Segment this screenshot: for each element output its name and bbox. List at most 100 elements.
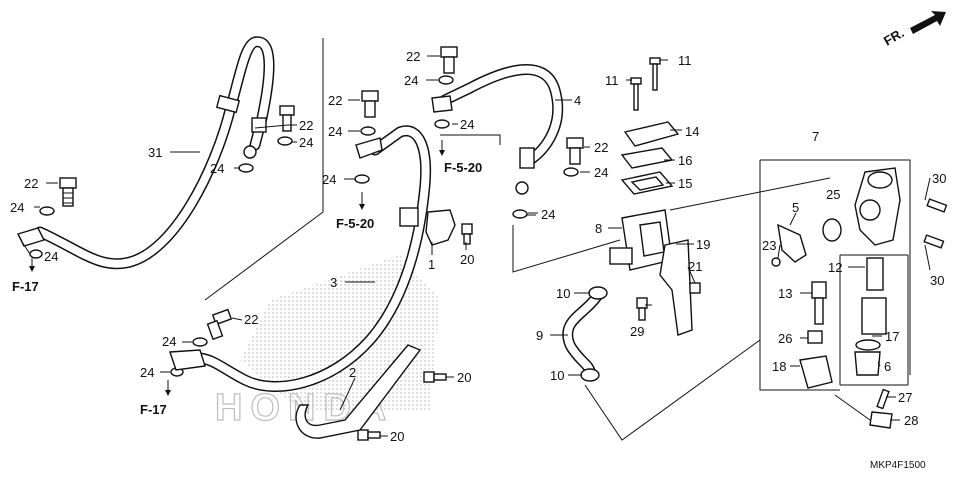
label-22: 22: [328, 93, 342, 108]
group-divider: [204, 38, 324, 301]
leader-line: [669, 177, 831, 211]
label-16: 16: [678, 153, 692, 168]
reservoir-cap-14[interactable]: [623, 121, 680, 147]
hose-31[interactable]: [17, 36, 275, 270]
label-22: 22: [244, 312, 258, 327]
hose-9[interactable]: [562, 289, 604, 378]
label-27: 27: [898, 390, 912, 405]
label-24: 24: [594, 165, 608, 180]
label-28: 28: [904, 413, 918, 428]
ref-f17-bottom: F-17: [140, 402, 167, 417]
label-5: 5: [792, 200, 799, 215]
label-4: 4: [574, 93, 581, 108]
leader-line: [584, 339, 761, 441]
front-arrow-icon: [910, 11, 946, 34]
label-24: 24: [404, 73, 418, 88]
plate-16[interactable]: [620, 147, 674, 169]
group-box-7: [759, 159, 911, 391]
label-3: 3: [330, 275, 337, 290]
spring-12[interactable]: [866, 257, 884, 291]
bolts-30[interactable]: [923, 198, 948, 249]
label-19: 19: [696, 237, 710, 252]
label-24: 24: [140, 365, 154, 380]
diaphragm-15[interactable]: [620, 171, 674, 195]
label-17: 17: [885, 329, 899, 344]
bolt-22-e[interactable]: [566, 137, 584, 165]
bolt-21[interactable]: [689, 282, 701, 294]
piston-17[interactable]: [855, 297, 887, 351]
ref-arrow-icon: [439, 150, 445, 156]
label-24: 24: [44, 249, 58, 264]
label-24: 24: [162, 334, 176, 349]
master-cylinder-8[interactable]: [609, 209, 693, 336]
push-rod-13[interactable]: [811, 281, 827, 325]
label-18: 18: [772, 359, 786, 374]
label-15: 15: [678, 176, 692, 191]
label-26: 26: [778, 331, 792, 346]
label-14: 14: [685, 124, 699, 139]
label-23: 23: [762, 238, 776, 253]
label-24: 24: [299, 135, 313, 150]
label-24: 24: [10, 200, 24, 215]
label-10: 10: [556, 286, 570, 301]
bolt-22-a[interactable]: [59, 177, 77, 207]
label-6: 6: [884, 359, 891, 374]
diagram-code: MKP4F1500: [870, 460, 926, 471]
label-29: 29: [630, 324, 644, 339]
label-24: 24: [541, 207, 555, 222]
label-20: 20: [457, 370, 471, 385]
label-10: 10: [550, 368, 564, 383]
front-direction-indicator: FR.: [881, 11, 946, 49]
pin-27[interactable]: [876, 388, 890, 410]
hose-guide-2[interactable]: [295, 344, 422, 439]
label-22: 22: [406, 49, 420, 64]
leader-line: [512, 225, 621, 273]
lever-5[interactable]: [777, 223, 807, 263]
bolt-29[interactable]: [636, 297, 648, 321]
front-label: FR.: [881, 25, 907, 48]
label-7: 7: [812, 129, 819, 144]
label-11: 11: [678, 53, 692, 68]
label-20: 20: [390, 429, 404, 444]
screw-23[interactable]: [771, 257, 781, 267]
bolts-20[interactable]: [357, 223, 473, 441]
cup-6[interactable]: [854, 351, 881, 376]
label-22: 22: [299, 118, 313, 133]
ref-f17-top: F-17: [12, 279, 39, 294]
label-24: 24: [210, 161, 224, 176]
bolt-22-f[interactable]: [206, 308, 233, 341]
label-13: 13: [778, 286, 792, 301]
bracket-1[interactable]: [425, 209, 456, 246]
o-ring-25[interactable]: [822, 218, 842, 242]
label-25: 25: [826, 187, 840, 202]
bolt-22-d[interactable]: [440, 46, 458, 74]
hose-3[interactable]: [169, 125, 432, 392]
ref-arrow-icon: [29, 266, 35, 272]
reference-labels: F-17 F-17 F-5-20 F-5-20: [12, 140, 482, 417]
label-8: 8: [595, 221, 602, 236]
label-24: 24: [328, 124, 342, 139]
nut-26[interactable]: [807, 330, 823, 344]
bolt-22-b[interactable]: [279, 105, 295, 132]
hose-4[interactable]: [431, 64, 564, 195]
ref-f520-mid: F-5-20: [444, 160, 482, 175]
label-21: 21: [688, 259, 702, 274]
label-2: 2: [349, 365, 356, 380]
master-cylinder-body-7[interactable]: [854, 167, 901, 246]
label-22: 22: [594, 140, 608, 155]
label-1: 1: [428, 257, 435, 272]
part-number-labels: 31 22 24 24 24 22 24 22 24 24 3 1 20 22 …: [10, 49, 946, 444]
label-31: 31: [148, 145, 162, 160]
label-11: 11: [605, 73, 619, 88]
ref-arrow-icon: [359, 204, 365, 210]
label-24: 24: [322, 172, 336, 187]
label-30: 30: [930, 273, 944, 288]
leader-line: [834, 394, 871, 421]
joint-18[interactable]: [799, 355, 833, 389]
cap-28[interactable]: [869, 411, 893, 429]
ref-arrow-icon: [165, 390, 171, 396]
bolt-22-c[interactable]: [361, 90, 379, 118]
screws-11[interactable]: [630, 57, 661, 111]
label-12: 12: [828, 260, 842, 275]
